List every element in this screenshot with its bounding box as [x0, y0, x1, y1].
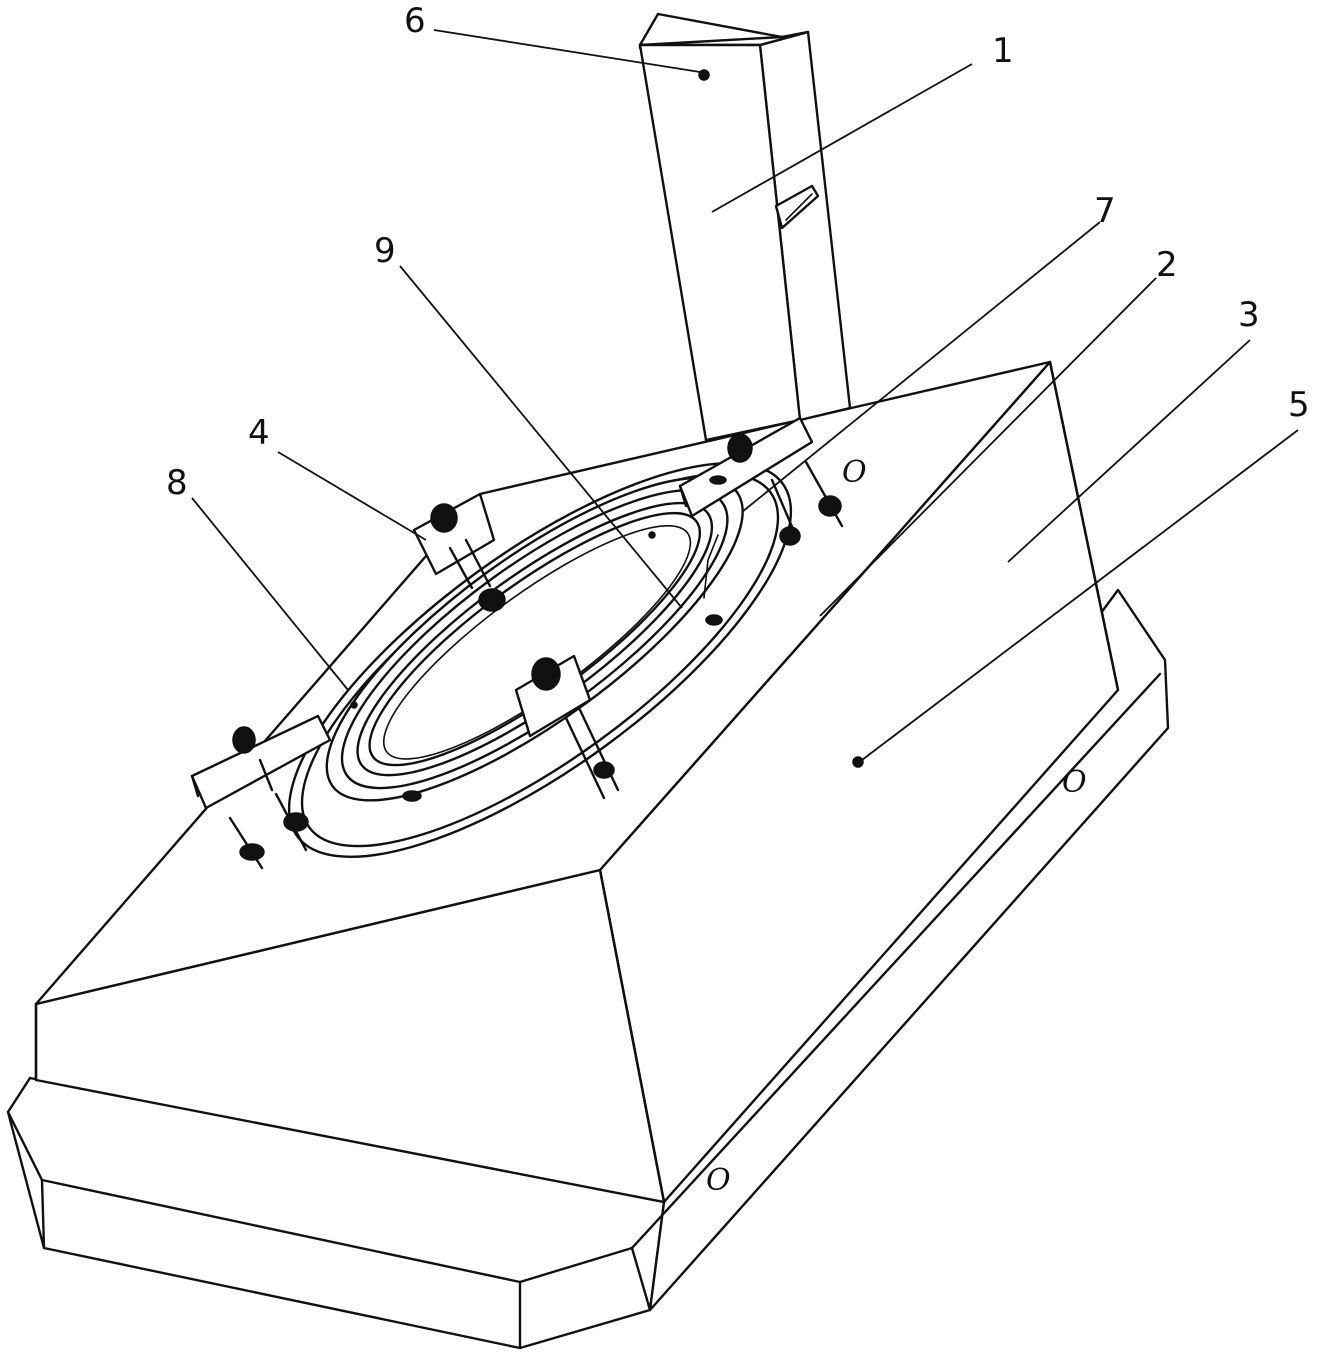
post-point [699, 70, 709, 80]
callout-2: 2 [1156, 245, 1178, 285]
callout-3: 3 [1238, 295, 1260, 335]
upright-post [640, 14, 850, 440]
callout-6: 6 [404, 1, 426, 41]
hole-mark-top: O [842, 455, 867, 490]
callout-1: 1 [992, 31, 1014, 71]
hole-mark-right: O [1062, 765, 1087, 800]
body-point [853, 757, 863, 767]
callout-5: 5 [1288, 385, 1310, 425]
hole-mark-bottom: O [706, 1163, 731, 1198]
callout-9: 9 [374, 231, 396, 271]
callout-7: 7 [1094, 191, 1116, 231]
callout-8: 8 [166, 463, 188, 503]
callout-4: 4 [248, 413, 270, 453]
